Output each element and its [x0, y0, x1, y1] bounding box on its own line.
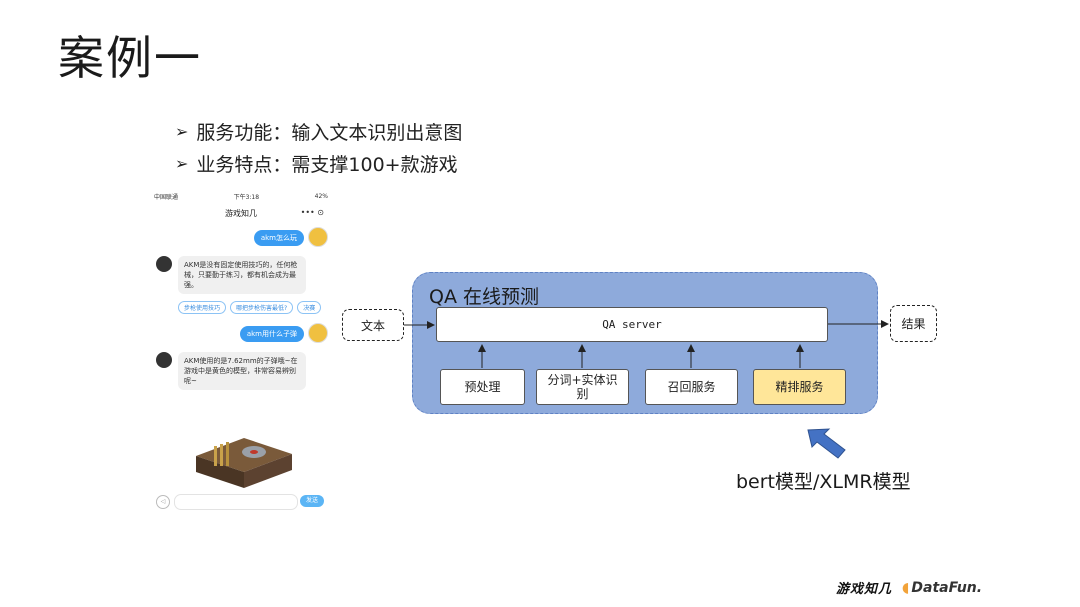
user-bubble: akm怎么玩: [253, 230, 304, 246]
suggestion-chip[interactable]: 决赛: [297, 301, 322, 314]
game-logo: 游戏知几: [836, 582, 893, 597]
datafun-mark-icon: ◖: [902, 579, 910, 596]
slide-title: 案例一: [58, 31, 202, 85]
user-avatar: [308, 323, 328, 343]
module-preprocess: 预处理: [440, 369, 525, 405]
battery-text: 42%: [314, 192, 328, 200]
ammo-box-image: [196, 438, 292, 488]
bot-bubble: AKM使用的是7.62mm的子弹哦~在游戏中是黄色的模型，非常容易辨别呢~: [178, 352, 306, 390]
suggestion-chips: 步枪使用技巧 哪把步枪伤害最低? 决赛: [178, 301, 322, 314]
arrow-bullet-icon: ➢: [175, 122, 189, 141]
model-label: bert模型/XLMR模型: [736, 471, 911, 493]
target-icon[interactable]: ⊙: [317, 208, 324, 217]
module-rerank: 精排服务: [753, 369, 846, 405]
bullet-business-feature: ➢ 业务特点：需支撑100+款游戏: [175, 150, 458, 177]
input-text-box: 文本: [342, 309, 404, 341]
nav-icons[interactable]: ••• ⊙: [301, 208, 324, 217]
bot-bubble: AKM是没有固定使用技巧的，任何枪械，只要勤于练习，都有机会成为最强。: [178, 256, 306, 294]
phone-chat-screenshot: 中国联通 下午3:18 42% 游戏知几 ••• ⊙ akm怎么玩 AKM是没有…: [150, 190, 332, 515]
bullet-service-function: ➢ 服务功能：输入文本识别出意图: [175, 118, 462, 145]
more-icon[interactable]: •••: [300, 208, 315, 217]
datafun-logo: ◖ DataFun.: [902, 580, 982, 596]
arrow-bullet-icon: ➢: [175, 154, 189, 173]
carrier-text: 中国联通: [154, 193, 179, 201]
send-button[interactable]: 发送: [300, 495, 324, 507]
bot-avatar: [156, 352, 172, 368]
panel-title: QA 在线预测: [429, 286, 539, 308]
model-pointer-arrow: [807, 428, 846, 459]
datafun-text: DataFun.: [911, 579, 983, 596]
bullet-text: 业务特点：需支撑100+款游戏: [196, 154, 458, 176]
footer-logos: 游戏知几 ◖ DataFun.: [836, 578, 982, 598]
user-message: akm用什么子弹: [239, 326, 304, 342]
suggestion-chip[interactable]: 哪把步枪伤害最低?: [230, 301, 294, 314]
status-bar: 中国联通 下午3:18 42%: [150, 190, 332, 202]
suggestion-chip[interactable]: 步枪使用技巧: [178, 301, 227, 314]
voice-icon[interactable]: ◁: [156, 495, 170, 509]
bullet-text: 服务功能：输入文本识别出意图: [196, 122, 463, 144]
user-bubble: akm用什么子弹: [239, 326, 304, 342]
bot-avatar: [156, 256, 172, 272]
qa-server-box: QA server: [436, 307, 828, 342]
status-time: 下午3:18: [233, 193, 260, 201]
user-avatar: [308, 227, 328, 247]
chat-nav-title: 游戏知几: [225, 209, 257, 218]
module-recall: 召回服务: [645, 369, 738, 405]
chat-text-input[interactable]: [174, 494, 298, 510]
user-message: akm怎么玩: [253, 230, 304, 246]
module-segmentation-ner: 分词+实体识别: [536, 369, 629, 405]
output-result-box: 结果: [890, 305, 937, 342]
chat-input-bar: ◁ 发送: [150, 490, 332, 512]
